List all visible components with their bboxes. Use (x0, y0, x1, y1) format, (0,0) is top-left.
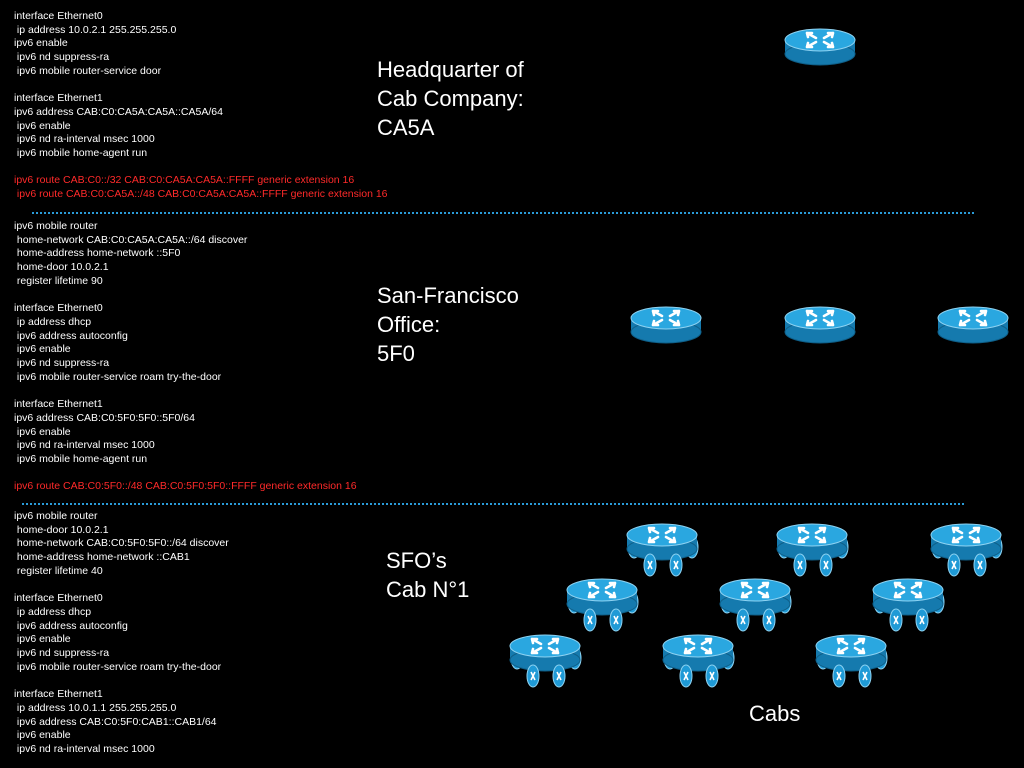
mobile-router-icon (816, 635, 887, 687)
config-line: ip address dhcp (14, 605, 92, 618)
route-config-line: ipv6 route CAB:C0:5F0::/48 CAB:C0:5F0:5F… (14, 480, 357, 493)
config-line: ipv6 enable (14, 37, 68, 50)
config-line: ipv6 mobile router-service roam try-the-… (14, 660, 222, 673)
mobile-router-icon (510, 635, 581, 687)
config-line: ipv6 address CAB:C0:5F0:CAB1::CAB1/64 (14, 715, 217, 728)
config-line: home-door 10.0.2.1 (14, 523, 109, 536)
mobile-router-icon (931, 524, 1002, 576)
config-line: ipv6 nd suppress-ra (14, 647, 110, 660)
config-line: interface Ethernet1 (14, 398, 103, 411)
mobile-router-icon (720, 579, 791, 631)
config-line: home-address home-network ::5F0 (14, 247, 181, 260)
hq-config: interface Ethernet0 ip address 10.0.2.1 … (14, 10, 388, 202)
config-line: interface Ethernet1 (14, 688, 103, 701)
sf-title: San-Francisco Office: 5F0 (377, 283, 519, 366)
config-line: ipv6 nd suppress-ra (14, 357, 110, 370)
mobile-router-icon (627, 524, 698, 576)
hq-title: Headquarter of Cab Company: CA5A (377, 57, 524, 140)
config-line: ipv6 mobile home-agent run (14, 147, 148, 160)
sf-router-icon (938, 307, 1008, 343)
mobile-router-icon (567, 579, 638, 631)
config-line: home-network CAB:C0:5F0:5F0::/64 discove… (14, 537, 229, 550)
config-line: ip address 10.0.2.1 255.255.255.0 (14, 23, 177, 36)
sf-router-icon (631, 307, 701, 343)
config-line: ipv6 mobile home-agent run (14, 452, 148, 465)
mobile-router-icon (873, 579, 944, 631)
config-line: ipv6 address autoconfig (14, 329, 128, 342)
cab-config: ipv6 mobile router home-door 10.0.2.1 ho… (14, 510, 229, 757)
config-line: interface Ethernet1 (14, 92, 103, 105)
config-line: register lifetime 40 (14, 564, 103, 577)
cab-title: SFO’s Cab N°1 (386, 548, 470, 602)
config-line: ipv6 mobile router-service roam try-the-… (14, 370, 222, 383)
hq-router-icon (785, 29, 855, 65)
config-line: ipv6 address CAB:C0:5F0:5F0::5F0/64 (14, 411, 195, 424)
config-line: interface Ethernet0 (14, 302, 103, 315)
config-line: ipv6 enable (14, 425, 71, 438)
config-line: ipv6 nd suppress-ra (14, 51, 110, 64)
config-line: ipv6 mobile router (14, 510, 98, 522)
config-line: ipv6 mobile router-service door (14, 64, 162, 77)
separator-hq-sf (32, 212, 974, 214)
config-line: ipv6 mobile router (14, 220, 98, 232)
sf-router-icon (785, 307, 855, 343)
config-line: home-address home-network ::CAB1 (14, 551, 190, 564)
config-line: interface Ethernet0 (14, 592, 103, 605)
config-line: ip address dhcp (14, 315, 92, 328)
sf-config: ipv6 mobile router home-network CAB:C0:C… (14, 220, 357, 494)
config-line: ipv6 enable (14, 119, 71, 132)
config-line: register lifetime 90 (14, 274, 103, 287)
config-line: home-network CAB:C0:CA5A:CA5A::/64 disco… (14, 233, 248, 246)
config-line: ipv6 nd ra-interval msec 1000 (14, 439, 155, 452)
config-line: ipv6 enable (14, 729, 71, 742)
mobile-router-icon (777, 524, 848, 576)
config-line: ipv6 nd ra-interval msec 1000 (14, 133, 155, 146)
config-line: ipv6 address CAB:C0:CA5A:CA5A::CA5A/64 (14, 105, 223, 118)
config-line: ipv6 nd ra-interval msec 1000 (14, 742, 155, 755)
route-config-line: ipv6 route CAB:C0:CA5A::/48 CAB:C0:CA5A:… (14, 188, 388, 201)
config-line: ipv6 address autoconfig (14, 619, 128, 632)
mobile-router-icon (663, 635, 734, 687)
config-line: ip address 10.0.1.1 255.255.255.0 (14, 701, 177, 714)
config-line: ipv6 enable (14, 633, 71, 646)
route-config-line: ipv6 route CAB:C0::/32 CAB:C0:CA5A:CA5A:… (14, 174, 355, 187)
separator-sf-cab (22, 503, 964, 505)
cabs-label: Cabs (749, 701, 801, 726)
config-line: home-door 10.0.2.1 (14, 261, 109, 274)
config-line: interface Ethernet0 (14, 10, 103, 22)
config-line: ipv6 enable (14, 343, 71, 356)
